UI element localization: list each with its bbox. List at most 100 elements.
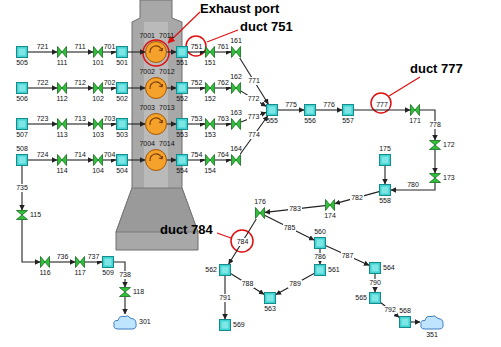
node-shape xyxy=(231,82,241,94)
node-number: 151 xyxy=(204,59,216,67)
duct-number: 777 xyxy=(375,101,389,109)
node-shape xyxy=(429,140,441,150)
node-shape xyxy=(116,118,128,130)
duct-box: 568 xyxy=(399,316,411,328)
duct-connector xyxy=(103,159,116,160)
port-number: 7014 xyxy=(159,140,175,148)
duct-connector xyxy=(167,51,176,52)
junction-valve: 173 xyxy=(429,173,441,183)
duct-number: 704 xyxy=(103,151,117,159)
node-shape xyxy=(219,319,231,331)
junction-valve: 116 xyxy=(40,256,50,268)
duct-number: 761 xyxy=(216,43,230,51)
duct-number: 776 xyxy=(322,101,336,109)
node-shape xyxy=(231,154,241,166)
duct-number: 753 xyxy=(190,115,204,123)
junction-valve: 101 xyxy=(93,46,103,58)
node-number: 7004 xyxy=(139,140,155,148)
node-shape xyxy=(57,154,67,166)
node-shape xyxy=(205,118,215,130)
duct-box: 564 xyxy=(369,262,381,274)
node-shape xyxy=(231,46,241,58)
duct-connector xyxy=(22,220,40,262)
callout-text: duct 751 xyxy=(240,19,293,34)
duct-connector xyxy=(28,51,57,52)
duct-connector xyxy=(215,51,231,52)
duct-connector xyxy=(28,87,57,88)
junction-valve: 113 xyxy=(57,118,67,130)
node-number: 560 xyxy=(314,228,326,236)
duct-box: 563 xyxy=(264,292,276,304)
node-shape xyxy=(205,82,215,94)
node-number: 301 xyxy=(139,318,151,326)
duct-box: 507 xyxy=(16,118,28,130)
duct-box: 561 xyxy=(314,264,326,276)
node-shape xyxy=(145,41,167,63)
node-number: 509 xyxy=(102,269,114,277)
node-shape xyxy=(420,314,444,330)
duct-number: 775 xyxy=(284,101,298,109)
node-number: 117 xyxy=(74,269,85,277)
duct-number: 773 xyxy=(247,113,261,121)
duct-number: 783 xyxy=(288,205,302,213)
node-shape xyxy=(113,314,137,330)
junction-valve: 117 xyxy=(75,256,85,268)
node-number: 558 xyxy=(379,197,391,205)
node-number: 569 xyxy=(233,321,245,329)
node-shape xyxy=(266,104,278,116)
duct-box: 558 xyxy=(379,184,391,196)
node-number: 552 xyxy=(176,95,188,103)
duct-box: 506 xyxy=(16,82,28,94)
node-shape xyxy=(145,149,167,171)
junction-valve: 104 xyxy=(93,154,103,166)
duct-connector xyxy=(67,123,93,124)
node-number: 502 xyxy=(116,95,128,103)
node-shape xyxy=(379,184,391,196)
duct-connector xyxy=(103,51,116,52)
duct-connector xyxy=(28,123,57,124)
node-shape xyxy=(93,46,103,58)
node-number: 163 xyxy=(230,109,242,117)
duct-number: 782 xyxy=(350,194,364,202)
duct-connector xyxy=(384,166,385,184)
callout-circle xyxy=(186,36,206,56)
node-number: 508 xyxy=(16,145,28,153)
duct-box: 565 xyxy=(369,292,381,304)
node-number: 153 xyxy=(204,131,216,139)
junction-valve: 154 xyxy=(205,154,215,166)
duct-connector xyxy=(240,58,269,104)
node-number: 173 xyxy=(443,174,455,182)
node-shape xyxy=(325,199,335,211)
node-shape xyxy=(145,77,167,99)
junction-valve: 111 xyxy=(57,46,67,58)
node-shape xyxy=(16,210,28,220)
node-shape xyxy=(93,118,103,130)
exhaust-port: 7002 xyxy=(145,77,167,99)
callout-text: Exhaust port xyxy=(200,1,279,16)
duct-connector xyxy=(188,51,205,52)
callout-circle xyxy=(231,230,253,252)
duct-connector xyxy=(241,112,266,122)
duct-connector xyxy=(265,206,325,213)
duct-number: 736 xyxy=(56,253,70,261)
duct-box: 502 xyxy=(116,82,128,94)
duct-number: 790 xyxy=(368,279,382,287)
node-number: 103 xyxy=(92,131,104,139)
duct-connector xyxy=(188,159,205,160)
node-shape xyxy=(176,118,188,130)
duct-box: 503 xyxy=(116,118,128,130)
duct-connector xyxy=(28,159,57,160)
node-shape xyxy=(16,154,28,166)
duct-number: 711 xyxy=(73,43,86,51)
duct-number: 764 xyxy=(216,151,230,159)
node-shape xyxy=(205,154,215,166)
duct-connector xyxy=(167,87,176,88)
node-shape xyxy=(93,154,103,166)
duct-box: 556 xyxy=(304,104,316,116)
node-number: 561 xyxy=(328,266,340,274)
node-shape xyxy=(369,292,381,304)
callout-text: duct 777 xyxy=(410,61,463,76)
junction-valve: 162 xyxy=(231,82,241,94)
duct-number: 772 xyxy=(247,95,261,103)
